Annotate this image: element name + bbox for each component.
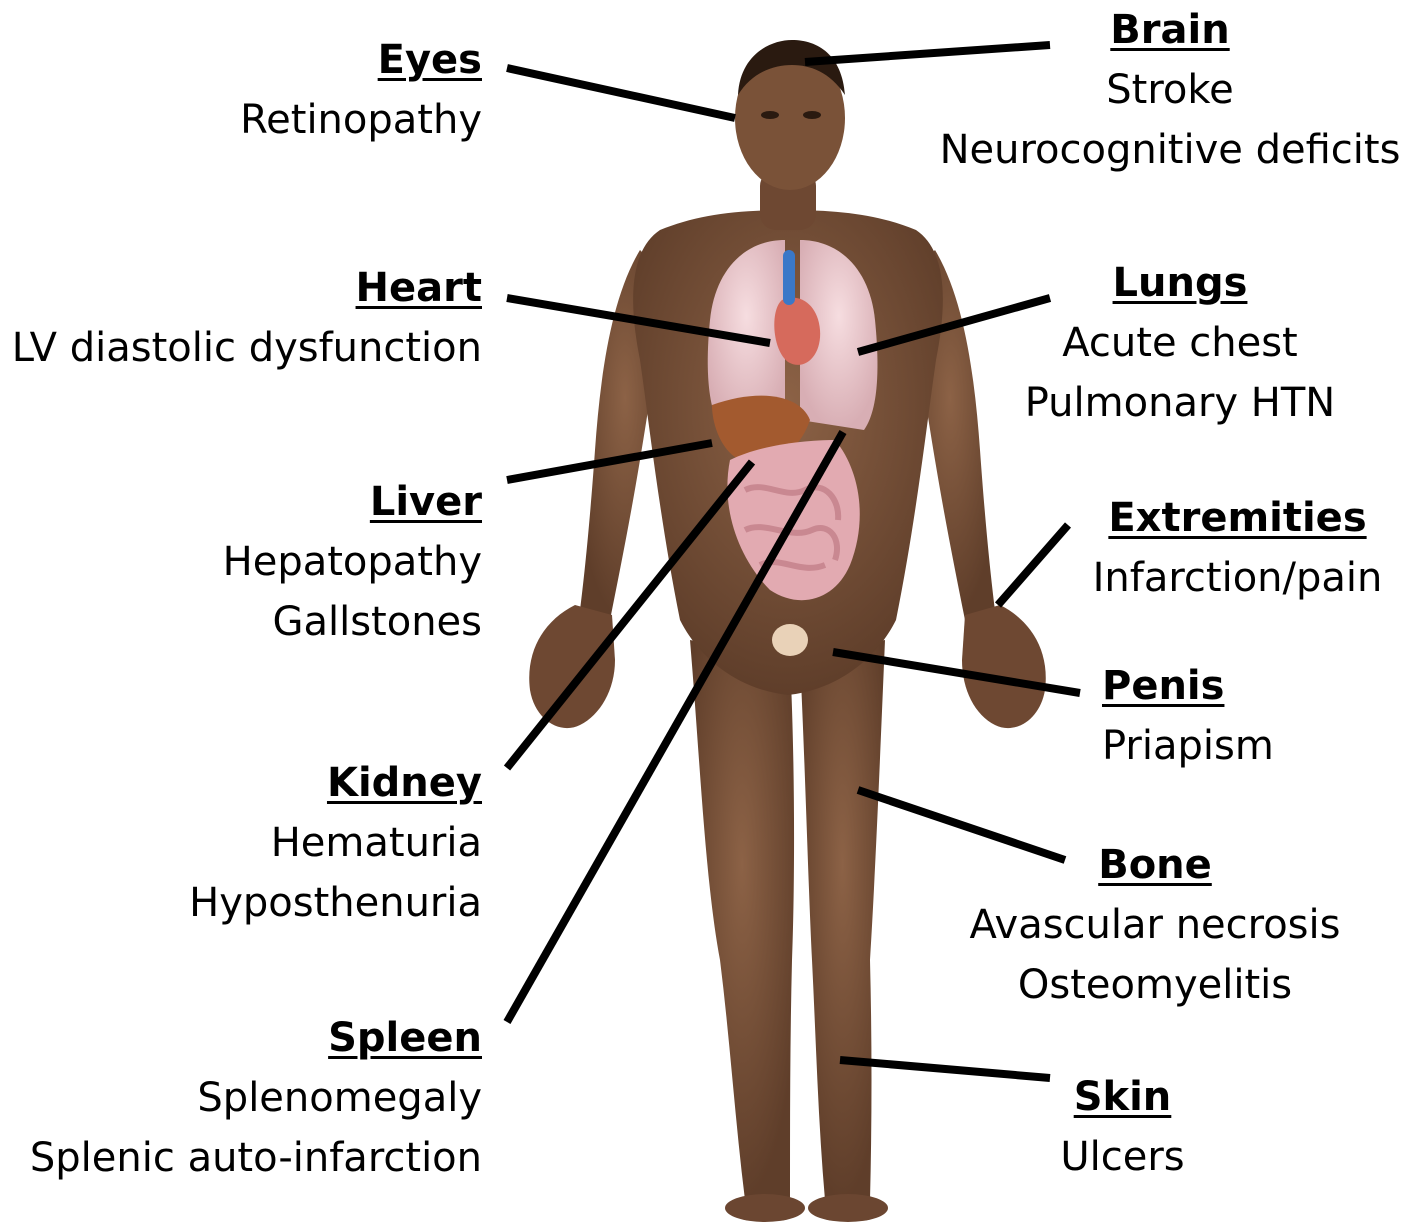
label-kidney-item-0: Hematuria [189,813,482,873]
label-penis-item-0: Priapism [1102,716,1274,776]
label-penis: Penis Priapism [1102,656,1274,776]
line-skin [840,1060,1050,1078]
label-liver-title: Liver [370,479,482,525]
label-eyes: Eyes Retinopathy [240,30,482,150]
label-eyes-item-0: Retinopathy [240,90,482,150]
label-penis-title: Penis [1102,663,1224,709]
label-bone: Bone Avascular necrosis Osteomyelitis [960,835,1350,1015]
label-skin-item-0: Ulcers [1050,1127,1195,1187]
label-bone-item-1: Osteomyelitis [960,955,1350,1015]
label-extremities: Extremities Infarction/pain [1080,488,1395,608]
label-eyes-title: Eyes [378,37,482,83]
label-bone-title: Bone [1098,842,1212,888]
label-bone-item-0: Avascular necrosis [960,895,1350,955]
label-kidney-item-1: Hyposthenuria [189,873,482,933]
line-kidney [507,462,752,768]
label-liver-item-0: Hepatopathy [223,532,482,592]
label-heart-item-0: LV diastolic dysfunction [12,318,482,378]
line-eyes [507,68,735,118]
label-spleen-item-0: Splenomegaly [30,1068,482,1128]
label-heart: Heart LV diastolic dysfunction [12,258,482,378]
label-brain: Brain Stroke Neurocognitive deficits [935,0,1405,180]
label-kidney: Kidney Hematuria Hyposthenuria [189,753,482,933]
label-liver: Liver Hepatopathy Gallstones [223,472,482,652]
label-brain-title: Brain [1110,7,1229,53]
label-lungs-title: Lungs [1113,260,1248,306]
line-penis [833,652,1080,693]
label-brain-item-0: Stroke [935,60,1405,120]
line-heart [507,298,770,343]
line-liver [507,443,712,480]
label-extremities-title: Extremities [1108,495,1366,541]
label-liver-item-1: Gallstones [223,592,482,652]
line-spleen [507,432,843,1022]
label-spleen-title: Spleen [328,1015,482,1061]
label-lungs: Lungs Acute chest Pulmonary HTN [1010,253,1350,433]
label-lungs-item-0: Acute chest [1010,313,1350,373]
label-extremities-item-0: Infarction/pain [1080,548,1395,608]
label-skin: Skin Ulcers [1050,1067,1195,1187]
label-heart-title: Heart [356,265,482,311]
label-skin-title: Skin [1074,1074,1172,1120]
label-spleen: Spleen Splenomegaly Splenic auto-infarct… [30,1008,482,1188]
label-lungs-item-1: Pulmonary HTN [1010,373,1350,433]
label-kidney-title: Kidney [327,760,482,806]
label-spleen-item-1: Splenic auto-infarction [30,1128,482,1188]
label-brain-item-1: Neurocognitive deficits [935,120,1405,180]
line-extremities [998,525,1068,605]
